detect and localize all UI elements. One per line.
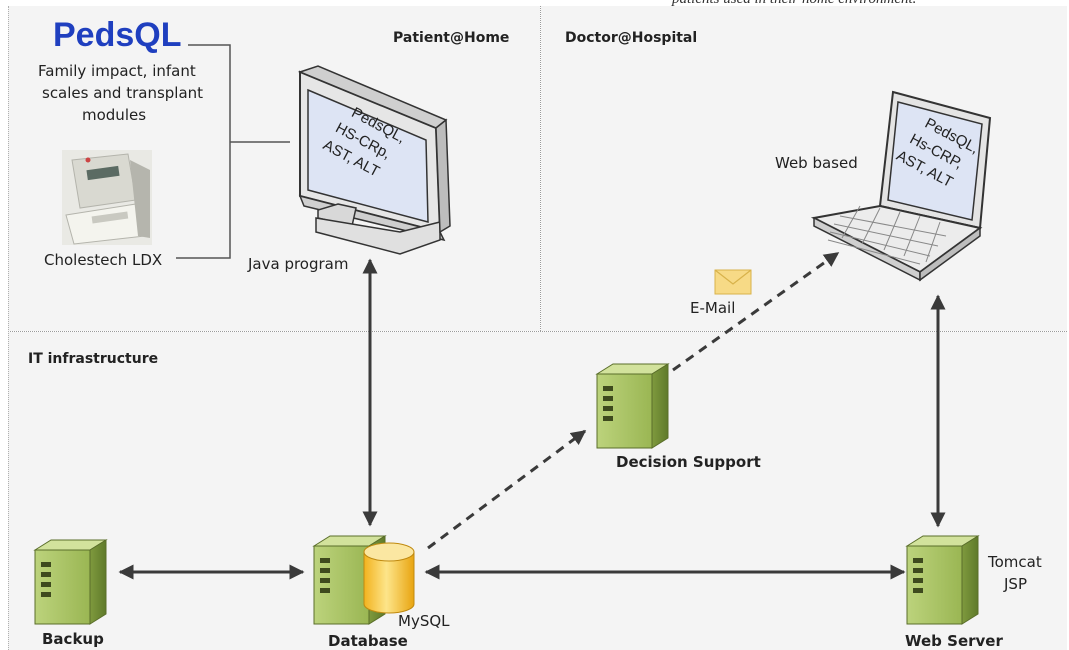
pedsql-description-line-3: modules [82,106,147,124]
pedsql-logo: PedsQL [53,16,182,54]
monitor-icon [297,65,451,255]
tomcat-label: Tomcat [988,553,1042,571]
web-server-label: Web Server [905,632,1003,650]
decision-laptop-dashed-arrow [672,251,840,372]
backup-server-icon [33,539,108,625]
vertical-separator [540,6,541,331]
laptop-icon [810,90,992,282]
pedsql-description-line-2: scales and transplant [42,84,204,102]
left-border [8,6,9,650]
doctor-hospital-heading: Doctor@Hospital [565,30,698,46]
cholestech-device-icon [62,150,152,245]
caption-fragment: patients used in their home environment. [672,0,916,8]
pedsql-description-line-1: Family impact, infant [38,62,196,80]
email-label: E-Mail [690,299,736,317]
cholestech-label: Cholestech LDX [44,251,163,269]
patient-home-heading: Patient@Home [393,30,510,46]
it-infrastructure-region [8,332,1067,650]
web-based-label: Web based [775,154,858,172]
email-envelope-icon [714,269,752,295]
it-infrastructure-heading: IT infrastructure [28,351,159,367]
backup-label: Backup [42,630,104,648]
database-label: Database [328,632,408,650]
mysql-label: MySQL [398,612,450,630]
decision-support-server-icon [595,363,670,449]
jsp-label: JSP [1004,575,1027,593]
web-server-icon [905,535,980,625]
database-server-icon [312,535,387,625]
pedsql-connector [176,44,290,259]
horizontal-separator [8,331,1067,332]
java-program-label: Java program [248,255,349,273]
database-decision-dashed-arrow [427,429,587,550]
decision-support-label: Decision Support [616,453,761,471]
mysql-database-icon [363,542,415,614]
